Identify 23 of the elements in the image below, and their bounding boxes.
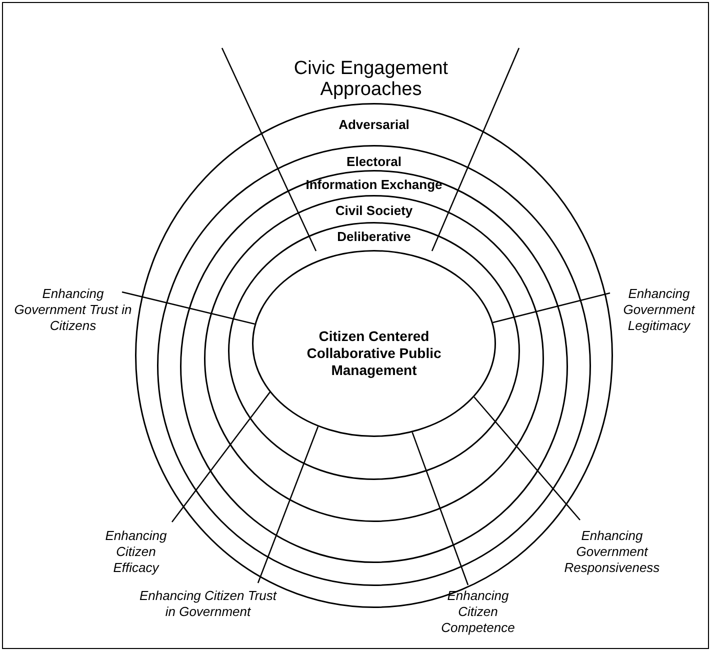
ring <box>204 195 544 522</box>
ring-label: Adversarial <box>338 117 410 132</box>
connector-line <box>474 396 580 520</box>
outcome-label: Enhancing Citizen Competence <box>432 588 524 638</box>
center-label: Citizen Centered Collaborative Public Management <box>306 328 442 379</box>
ring-label: Electoral <box>346 154 402 169</box>
outcome-label: Enhancing Citizen Efficacy <box>96 528 176 576</box>
outcome-label: Enhancing Government Trust in Citizens <box>6 286 140 334</box>
outcome-label: Enhancing Government Responsiveness <box>556 528 668 576</box>
connector-line <box>122 291 255 325</box>
ring-label: Information Exchange <box>306 177 442 192</box>
ring-label: Civil Society <box>335 203 413 218</box>
ring-label: Deliberative <box>337 229 411 244</box>
outcome-label: Enhancing Government Legitimacy <box>612 286 706 334</box>
title: Civic Engagement Approaches <box>292 58 450 100</box>
connector-line <box>412 432 469 586</box>
connector-line <box>492 292 610 324</box>
connector-line <box>171 392 270 522</box>
ring <box>228 222 520 480</box>
outcome-label: Enhancing Citizen Trust in Government <box>138 588 278 638</box>
connector-line <box>257 426 319 584</box>
center-ellipse <box>252 250 496 437</box>
ring <box>180 170 568 563</box>
